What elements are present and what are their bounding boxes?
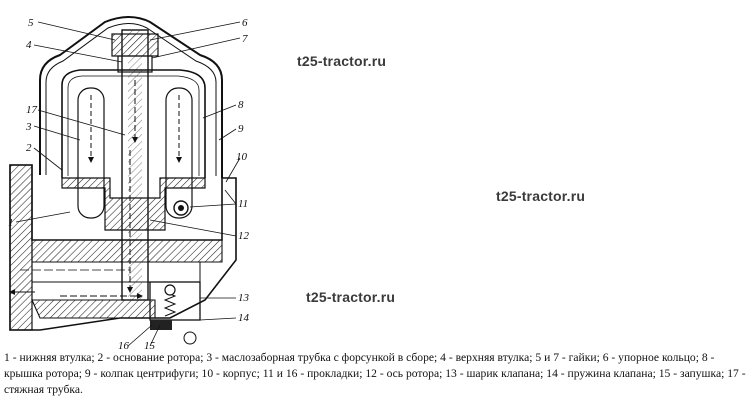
valve-spring — [163, 291, 177, 317]
callout-4: 4 — [26, 39, 32, 51]
callout-2: 2 — [26, 142, 32, 154]
callout-16: 16 — [118, 340, 130, 350]
callout-labels — [15, 21, 241, 347]
intake-tube-right — [165, 87, 193, 219]
callout-5: 5 — [28, 17, 34, 29]
watermark-top: t25-tractor.ru — [297, 53, 387, 69]
valve-body — [149, 281, 201, 321]
callout-12: 12 — [238, 230, 250, 242]
intake-tube-left — [77, 87, 105, 219]
diagram-caption: 1 - нижняя втулка; 2 - основание ротора;… — [4, 351, 746, 396]
callout-17: 17 — [26, 104, 38, 116]
callout-13: 13 — [238, 292, 250, 304]
top-nut — [111, 33, 159, 57]
callout-3: 3 — [25, 121, 32, 133]
rotor-base — [61, 177, 206, 231]
watermark-bottom: t25-tractor.ru — [306, 289, 396, 305]
callout-11: 11 — [238, 198, 248, 210]
valve-ball — [164, 284, 176, 296]
callout-1: 1 — [8, 217, 14, 229]
callout-7: 7 — [242, 33, 248, 45]
callout-8: 8 — [238, 99, 244, 111]
callout-14: 14 — [238, 312, 250, 324]
centrifuge-cap — [39, 16, 223, 178]
callout-15: 15 — [144, 340, 156, 350]
watermark-middle: t25-tractor.ru — [496, 188, 586, 204]
callout-9: 9 — [238, 123, 244, 135]
callout-10: 10 — [236, 151, 248, 163]
callout-6: 6 — [242, 17, 248, 29]
centrifuge-cross-section-diagram: 5 4 17 3 2 1 6 7 8 9 10 11 12 13 14 15 1… — [8, 16, 250, 350]
